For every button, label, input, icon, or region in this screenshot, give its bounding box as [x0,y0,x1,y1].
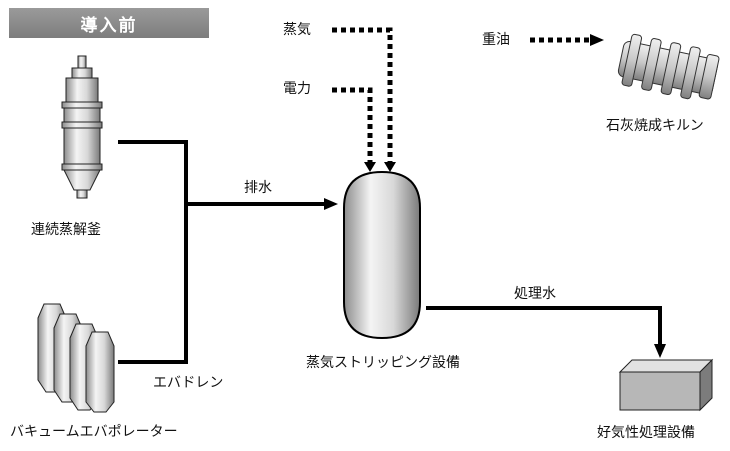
label-treated-water: 処理水 [514,286,556,302]
label-stripper: 蒸気ストリッピング設備 [306,355,460,371]
stripping-column [343,170,421,340]
heavy-oil-line [530,34,604,46]
label-kiln: 石灰焼成キルン [606,118,704,134]
label-steam: 蒸気 [283,22,311,38]
aerobic-unit-icon [618,358,714,412]
label-digester: 連続蒸解釜 [31,222,101,238]
power-line [332,87,376,172]
page-title: 導入前 [9,8,209,38]
wastewater-line [118,140,338,364]
steam-line [332,27,396,172]
label-aerobic: 好気性処理設備 [597,425,695,441]
label-heavy-oil: 重油 [482,32,510,48]
label-wastewater: 排水 [244,180,272,196]
label-evaporator-drain: エバドレン [153,375,224,391]
label-power: 電力 [283,81,311,97]
kiln-icon [617,33,720,100]
digester-icon [61,55,103,199]
label-evaporator: バキュームエバポレーター [10,424,178,440]
treated-water-line [426,306,666,358]
evaporator-icon [37,303,115,413]
